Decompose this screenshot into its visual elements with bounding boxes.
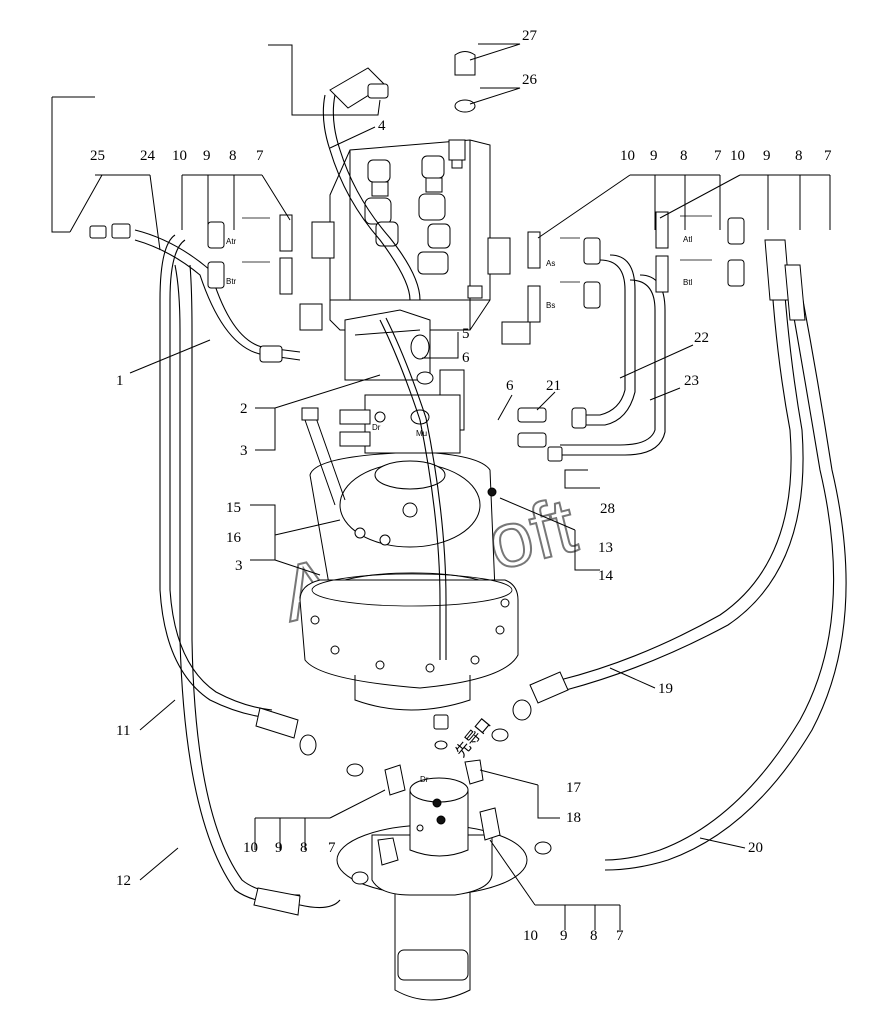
port-label-atr: Atr	[226, 237, 237, 246]
callout-4: 4	[378, 118, 386, 134]
callout-17: 17	[566, 780, 582, 796]
callout-10-lower-left: 10	[243, 840, 258, 856]
callout-21: 21	[546, 378, 561, 394]
callout-9-lower-right: 9	[560, 928, 568, 944]
port-label-bs: Bs	[546, 301, 555, 310]
callout-9-top-right-b: 9	[763, 148, 771, 164]
callout-10-top-right-b: 10	[730, 148, 745, 164]
fittings	[346, 334, 587, 885]
port-label-btr: Btr	[226, 277, 237, 286]
port-label-dr-lower: Dr	[420, 775, 429, 784]
callout-27: 27	[522, 28, 538, 44]
center-swivel-joint	[336, 759, 528, 1001]
callout-8-lower-right: 8	[590, 928, 598, 944]
callout-19: 19	[658, 681, 673, 697]
port-label-btl: Btl	[683, 278, 693, 287]
port-label-as: As	[546, 259, 555, 268]
port-label-dr-upper: Dr	[372, 423, 381, 432]
callout-9-lower-left: 9	[275, 840, 283, 856]
callout-8-lower-left: 8	[300, 840, 308, 856]
callout-20: 20	[748, 840, 763, 856]
callout-7-top-left: 7	[256, 148, 264, 164]
hoses	[89, 67, 847, 916]
leader-lines	[51, 43, 831, 930]
callout-28: 28	[600, 501, 615, 517]
control-valve-block	[299, 139, 531, 381]
callout-9-top-left: 9	[203, 148, 211, 164]
callout-5: 5	[462, 326, 470, 342]
callout-15: 15	[226, 500, 241, 516]
callout-8-top-left: 8	[229, 148, 237, 164]
swing-motor	[299, 369, 519, 711]
callout-26: 26	[522, 72, 538, 88]
flange-sets	[207, 211, 745, 323]
callout-7-top-right-a: 7	[714, 148, 722, 164]
callout-12: 12	[116, 873, 131, 889]
callout-6-upper: 6	[462, 350, 470, 366]
callout-13: 13	[598, 540, 613, 556]
pilot-port-label: 先导口	[452, 715, 495, 761]
callout-14: 14	[598, 568, 614, 584]
callout-2: 2	[240, 401, 248, 417]
callout-10-lower-right: 10	[523, 928, 538, 944]
callout-10-top-right-a: 10	[620, 148, 635, 164]
callout-22: 22	[694, 330, 709, 346]
callout-numbers: 25 24 10 9 8 7 27 26 4 10 9 8 7 10 9 8 7…	[90, 28, 832, 944]
callout-8-top-right-a: 8	[680, 148, 688, 164]
port-label-mu: Mu	[416, 429, 427, 438]
callout-10-top-left: 10	[172, 148, 187, 164]
callout-23: 23	[684, 373, 699, 389]
callout-18: 18	[566, 810, 581, 826]
callout-16: 16	[226, 530, 242, 546]
callout-3-lower: 3	[235, 558, 243, 574]
plug-fitting	[448, 51, 476, 169]
callout-24: 24	[140, 148, 156, 164]
callout-6-lower: 6	[506, 378, 514, 394]
callout-9-top-right-a: 9	[650, 148, 658, 164]
callout-25: 25	[90, 148, 105, 164]
callout-1: 1	[116, 373, 124, 389]
callout-3-upper: 3	[240, 443, 248, 459]
callout-8-top-right-b: 8	[795, 148, 803, 164]
callout-7-top-right-b: 7	[824, 148, 832, 164]
callout-7-lower-left: 7	[328, 840, 336, 856]
callout-7-lower-right: 7	[616, 928, 624, 944]
port-label-atl: Atl	[683, 235, 693, 244]
callout-11: 11	[116, 723, 130, 739]
